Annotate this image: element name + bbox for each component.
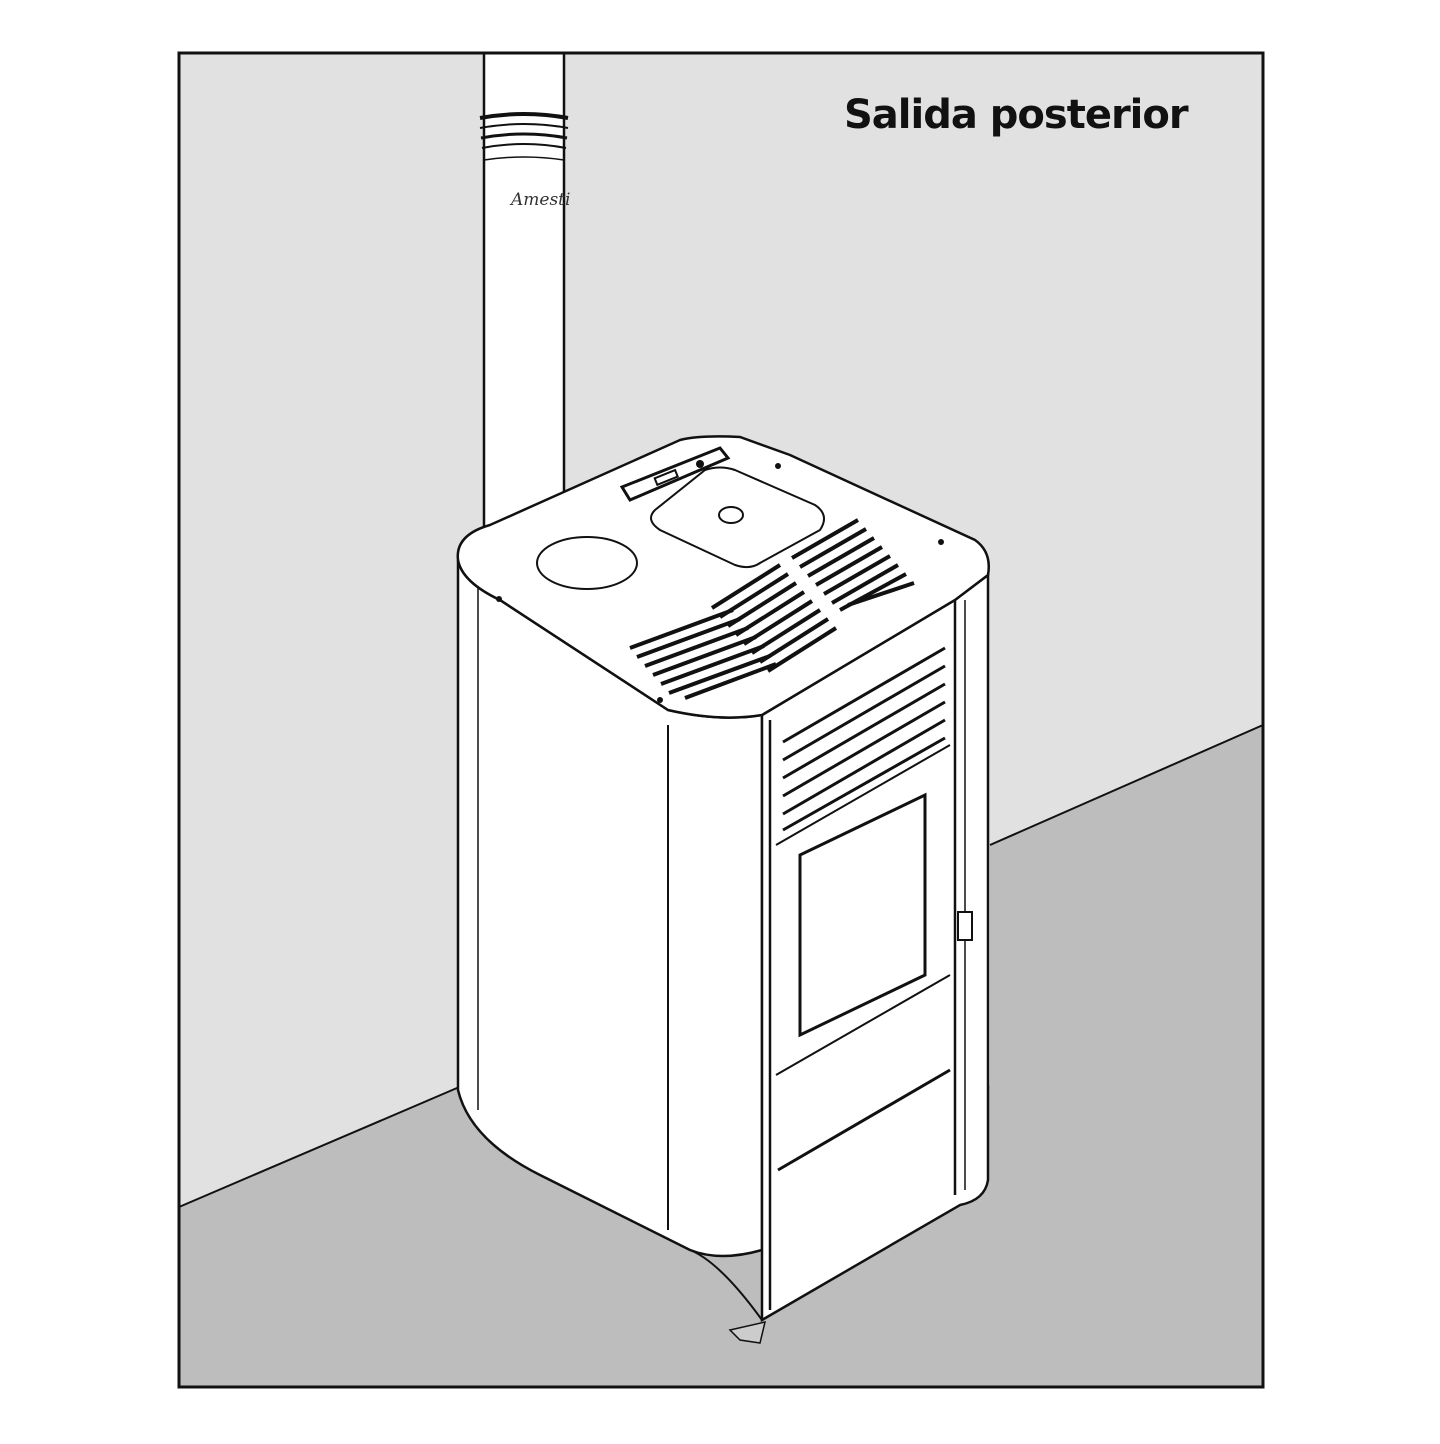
lid-handle (718, 506, 744, 524)
door-handle (957, 911, 973, 941)
front-louvres (775, 646, 951, 846)
diagram-border (177, 51, 1265, 1389)
stove-top (456, 435, 990, 719)
floor-line-right (989, 724, 1264, 846)
flue-pipe (479, 51, 569, 535)
lower-panel-edge (777, 1068, 951, 1172)
top-vents (629, 518, 915, 700)
diagram-title: Salida posterior (844, 92, 1189, 138)
floor-line-left (178, 1084, 465, 1208)
brand-mark: Amesti (511, 190, 571, 210)
door-glass (798, 792, 927, 1038)
hotplate (536, 536, 638, 590)
glass-door (775, 792, 973, 1172)
